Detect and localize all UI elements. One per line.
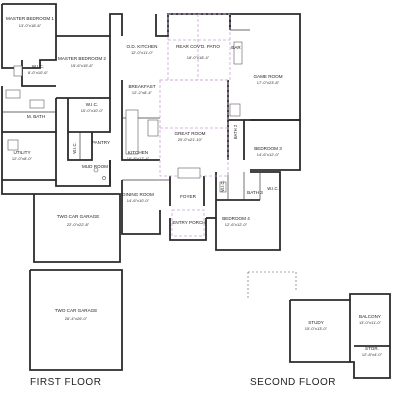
room-name: BATH 3 (247, 190, 263, 195)
room-size: 14'-6"x10'-0" (127, 198, 150, 203)
first-floor-title: FIRST FLOOR (30, 377, 102, 388)
room-name: PANTRY (92, 140, 110, 145)
room-size: 12'-8"x4'-0" (362, 352, 383, 357)
room-size: 18'-0"x18'-4" (187, 55, 210, 60)
room-name: W.I.C. (86, 102, 99, 107)
room-name: W.I.C. (267, 186, 278, 191)
room-name: O.D. KITCHEN (127, 44, 158, 49)
room-name: M. BATH (27, 114, 45, 119)
room-name: GREAT ROOM (175, 131, 206, 136)
room-name: TWO CAR GARAGE (55, 308, 98, 313)
first-floor-walls (1, 3, 301, 371)
room-size: 16'-8"x17'-4" (127, 156, 150, 161)
room-size: 12'-0"x11'-0" (131, 50, 154, 55)
room-size: 20'-0"x21'-10" (178, 137, 203, 142)
room-name: BEDROOM 3 (254, 146, 282, 151)
second-floor-walls (247, 271, 391, 379)
second-floor-title: SECOND FLOOR (250, 377, 337, 388)
room-name: BATH 2 (233, 124, 238, 139)
room-name: KITCHEN (128, 150, 148, 155)
room-size: 15'-0"x13'-0" (305, 326, 328, 331)
room-name: BALCONY (359, 314, 381, 319)
room-name: W.I.C. (72, 142, 77, 153)
room-name: MUD ROOM (82, 164, 108, 169)
room-size: 8'-0"x10'-6" (28, 70, 49, 75)
room-size: 17'-0"x23'-8" (257, 80, 280, 85)
room-name: MASTER BEDROOM 2 (58, 56, 106, 61)
room-size: 13'-0"x11'-0" (359, 320, 382, 325)
room-size: 12'-2"x8'-4" (132, 90, 153, 95)
room-name: DINING ROOM (122, 192, 154, 197)
room-name: FOYER (180, 194, 197, 199)
room-name: STUDY (308, 320, 324, 325)
room-size: 12'-0"x8'-0" (12, 156, 33, 161)
room-name: TWO CAR GARAGE (57, 214, 100, 219)
room-name: W.I.C. (32, 64, 45, 69)
room-name: MASTER BEDROOM 1 (6, 16, 54, 21)
room-name: W.I.C. (220, 180, 225, 191)
fixtures (5, 41, 243, 193)
room-name: BEDROOM 4 (222, 216, 250, 221)
room-size: 14'-6"x12'-0" (257, 152, 280, 157)
room-size: 15'-6"x15'-6" (71, 63, 94, 68)
room-name: BREAKFAST (128, 84, 155, 89)
room-name: BAR (231, 45, 241, 50)
room-size: 10'-0"x10'-0" (81, 108, 104, 113)
room-name: UTILITY (13, 150, 30, 155)
room-size: 22'-0"x22'-8" (67, 222, 90, 227)
room-size: 13'-0"x18'-6" (19, 23, 42, 28)
room-size: 26'-4"x26'-0" (65, 316, 88, 321)
room-name: ENTRY PORCH (172, 220, 205, 225)
room-name: REAR COV'D. PATIO (176, 44, 220, 49)
room-size: 12'-6"x12'-0" (225, 222, 248, 227)
room-name: STOR. (365, 346, 379, 351)
room-name: GAME ROOM (253, 74, 282, 79)
